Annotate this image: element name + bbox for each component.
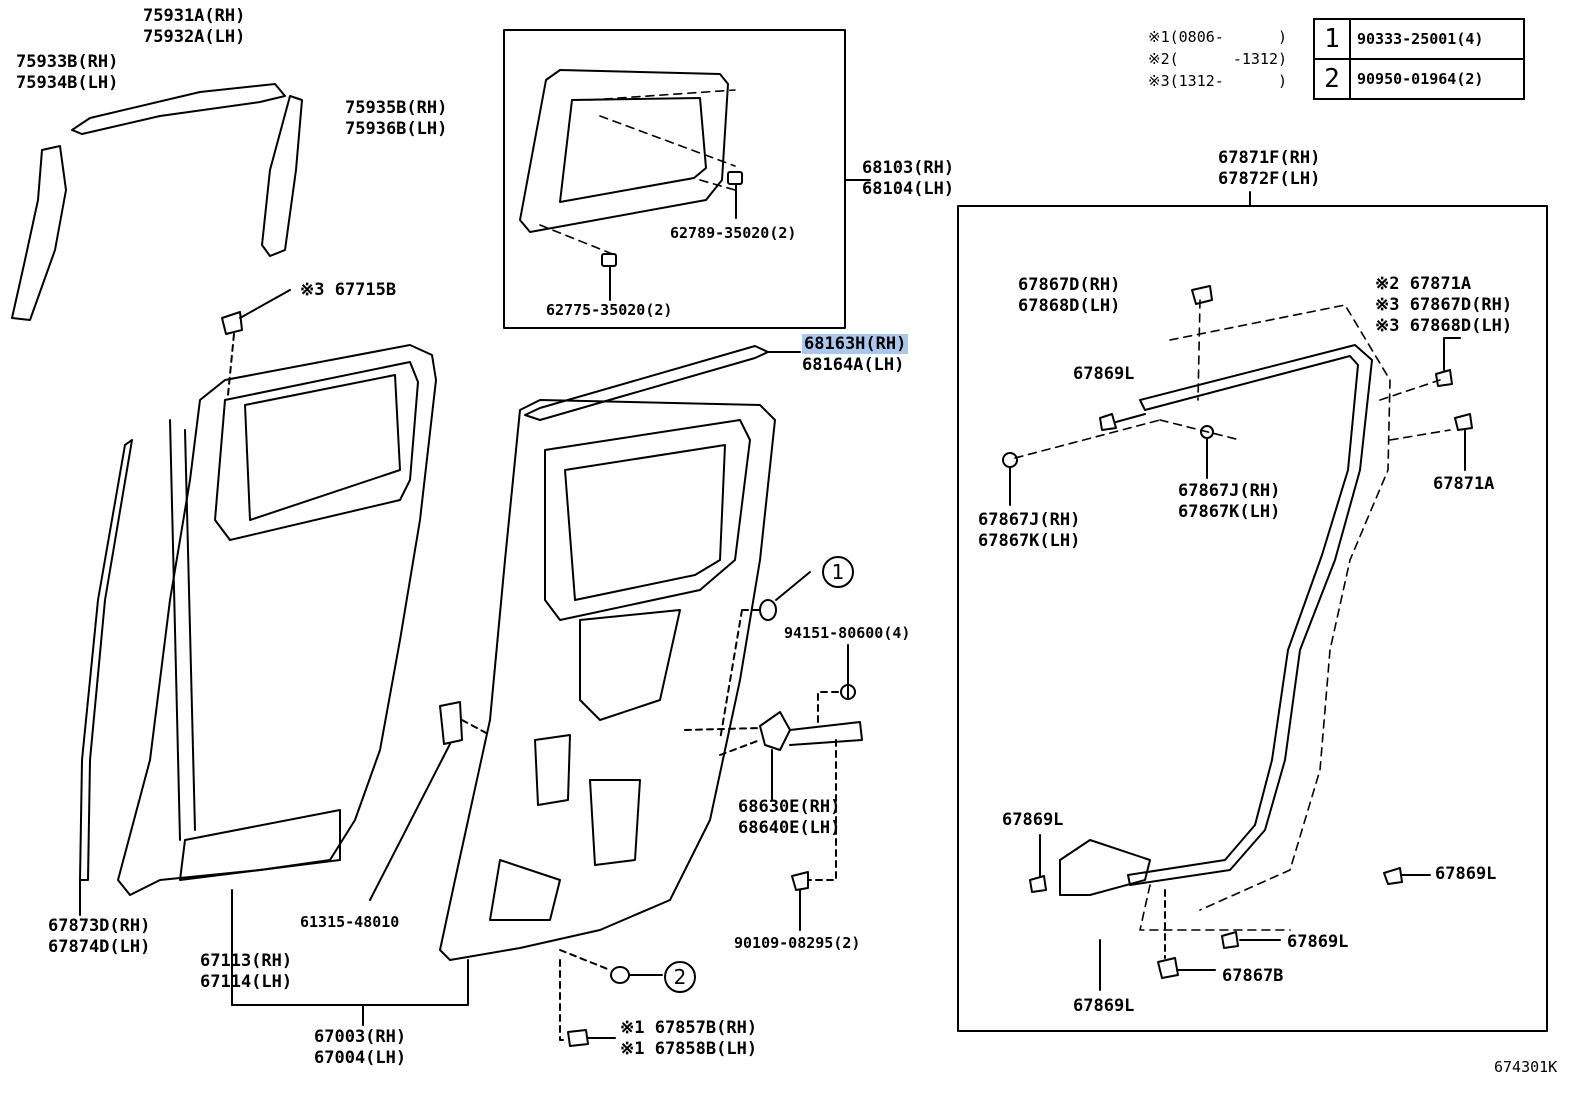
label-61315[interactable]: 61315-48010 [300,913,400,931]
part-75931a [71,83,286,135]
label-67871a-right[interactable]: 67871A [1433,474,1495,494]
part-68630e [759,711,791,751]
diagram-id: 674301K [1494,1058,1558,1076]
reference-row-1[interactable]: 1 90333-25001(4) [1313,18,1525,60]
highlighted-part[interactable]: 68163H(RH) [802,334,909,354]
part-67873d [79,439,133,881]
label-67871a-top[interactable]: ※2 67871A※3 67867D(RH)※3 67868D(LH) [1375,274,1513,336]
label-90109[interactable]: 90109-08295(2) [734,934,861,952]
label-62789[interactable]: 62789-35020(2) [670,224,797,242]
part-68103-glass [519,69,729,233]
ref-num: 2 [1313,58,1351,100]
ref-num: 1 [1313,18,1351,60]
label-67857b[interactable]: ※1 67857B(RH)※1 67858B(LH) [620,1018,758,1059]
ref-part[interactable]: 90950-01964(2) [1349,58,1525,100]
note-1: ※1(0806- ) [1148,28,1288,46]
note-3: ※3(1312- ) [1148,72,1288,90]
label-75933b[interactable]: 75933B(RH)75934B(LH) [16,52,119,93]
label-67867d[interactable]: 67867D(RH)67868D(LH) [1018,275,1121,316]
part-door-frame [117,344,437,896]
label-67715b[interactable]: ※3 67715B [300,280,397,300]
label-67867b[interactable]: 67867B [1222,966,1284,986]
label-67871f[interactable]: 67871F(RH)67872F(LH) [1218,148,1321,189]
callout-1: 1 [822,556,854,588]
label-67003[interactable]: 67003(RH)67004(LH) [314,1027,407,1068]
label-75931a[interactable]: 75931A(RH)75932A(LH) [143,6,246,47]
part-door-shell [439,399,776,961]
label-67867j-mid[interactable]: 67867J(RH)67867K(LH) [1178,481,1281,522]
note-2: ※2( -1312) [1148,50,1288,68]
label-67867j-left[interactable]: 67867J(RH)67867K(LH) [978,510,1081,551]
label-67113[interactable]: 67113(RH)67114(LH) [200,951,293,992]
glass-box [503,29,846,329]
label-67869l-b[interactable]: 67869L [1002,810,1064,830]
part-75933b [11,145,67,321]
label-67869l-a[interactable]: 67869L [1073,364,1135,384]
weatherstrip-box [957,205,1548,1032]
label-68630e[interactable]: 68630E(RH)68640E(LH) [738,797,841,838]
reference-table: 1 90333-25001(4) 2 90950-01964(2) [1313,18,1525,100]
part-75935b [261,95,303,257]
reference-row-2[interactable]: 2 90950-01964(2) [1313,58,1525,100]
ref-part[interactable]: 90333-25001(4) [1349,18,1525,60]
label-75935b[interactable]: 75935B(RH)75936B(LH) [345,98,448,139]
part-68163h [524,345,769,421]
callout-2: 2 [664,961,696,993]
label-62775[interactable]: 62775-35020(2) [546,301,673,319]
label-67873d[interactable]: 67873D(RH)67874D(LH) [48,916,151,957]
label-94151[interactable]: 94151-80600(4) [784,624,911,642]
label-67869l-c[interactable]: 67869L [1435,864,1497,884]
label-68163h[interactable]: 68163H(RH)68164A(LH) [802,334,909,375]
label-67869l-e[interactable]: 67869L [1073,996,1135,1016]
part-67871f [1127,344,1373,886]
label-68103[interactable]: 68103(RH)68104(LH) [862,158,955,199]
label-67869l-d[interactable]: 67869L [1287,932,1349,952]
